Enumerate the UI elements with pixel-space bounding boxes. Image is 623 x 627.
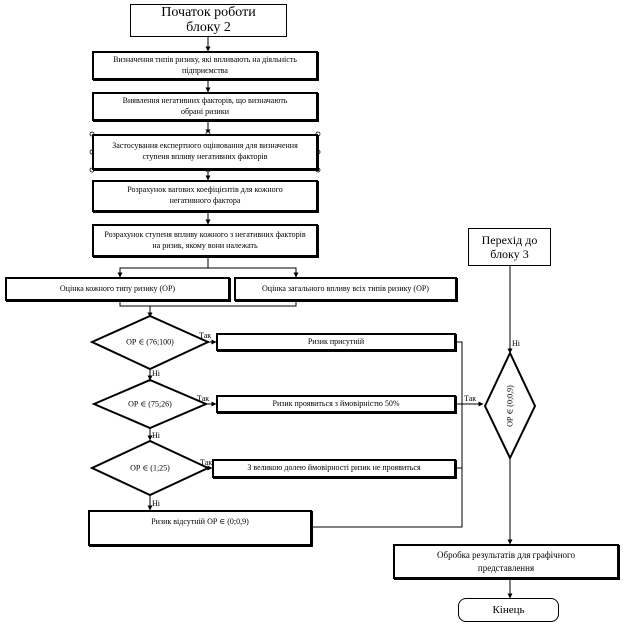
line-eval-merge (119, 301, 297, 307)
goto-block3-label: Перехід до блоку 3 (481, 232, 538, 261)
line-res1-collector (456, 341, 463, 404)
line-res4-collector (312, 468, 463, 528)
eval-each-risk-label: Оцінка кожного типу ризику (ОР) (59, 283, 176, 293)
start-node-label: Початок роботи блоку 2 (161, 4, 256, 35)
yes-label-cond3: Так (200, 458, 213, 467)
step-identify-factors-label: Виявлення негативних факторів, що визнач… (122, 95, 288, 116)
result-risk-present-label: Ризик присутній (307, 336, 365, 346)
step-expert-evaluation-label: Застосування експертного оцінювання для … (112, 141, 298, 161)
cond2-label: ОР ∈ (75;26) (128, 399, 172, 409)
yes-label-cond1: Так (199, 331, 212, 340)
start-node: Початок роботи блоку 2 (130, 4, 287, 37)
result-risk-absent: Ризик відсутній ОР ∈ (0;0,9) (88, 510, 312, 546)
end-node-label: Кінець (492, 603, 525, 616)
line-res3-collector (456, 404, 463, 469)
decision-cond1 (89, 314, 211, 371)
step-factor-influence-label: Розрахунок ступеня впливу кожного з нега… (104, 229, 306, 250)
yes-label-cond4: Так (464, 394, 477, 403)
eval-total-risk: Оцінка загального впливу всіх типів ризи… (234, 277, 457, 301)
step-expert-evaluation: Застосування експертного оцінювання для … (92, 134, 318, 170)
step-weight-coefficients: Розрахунок вагових коефіцієнтів для кожн… (92, 180, 318, 212)
no-label-cond1: Ні (152, 369, 160, 378)
step-factor-influence: Розрахунок ступеня впливу кожного з нега… (92, 224, 318, 257)
decision-cond4 (483, 350, 537, 461)
eval-total-risk-label: Оцінка загального впливу всіх типів ризи… (262, 283, 429, 293)
step-define-risk-types: Визначення типів ризику, які впливають н… (92, 51, 318, 80)
cond3-label: ОР ∈ (1;25) (130, 463, 170, 473)
step-identify-factors: Виявлення негативних факторів, що визнач… (92, 92, 318, 121)
process-results-label: Обробка результатів для графічного предс… (437, 550, 575, 573)
yes-label-cond2: Так (197, 394, 210, 403)
result-risk-absent-label: Ризик відсутній ОР ∈ (0;0,9) (151, 517, 249, 526)
end-node: Кінець (458, 598, 559, 622)
step-weight-coefficients-label: Розрахунок вагових коефіцієнтів для кожн… (127, 185, 283, 205)
no-label-cond2: Ні (152, 431, 160, 440)
decision-cond2 (91, 378, 209, 430)
goto-block3: Перехід до блоку 3 (468, 228, 551, 266)
no-label-goto3: Ні (512, 339, 520, 348)
arrow-step5-total (208, 267, 299, 278)
result-risk-50-label: Ризик проявиться з ймовірністю 50% (272, 398, 400, 408)
eval-each-risk: Оцінка кожного типу ризику (ОР) (5, 277, 230, 301)
result-risk-present: Ризик присутній (216, 333, 456, 351)
step-define-risk-types-label: Визначення типів ризику, які впливають н… (113, 54, 297, 75)
arrow-step5-split (117, 257, 209, 278)
cond1-label: ОР ∈ (76;100) (126, 337, 174, 347)
result-risk-50: Ризик проявиться з ймовірністю 50% (216, 395, 456, 413)
no-label-cond3: Ні (152, 499, 160, 508)
process-results: Обробка результатів для графічного предс… (393, 544, 619, 579)
result-risk-unlikely: З великою долею ймовірності ризик не про… (212, 459, 456, 478)
cond4-label: ОР ∈ (0;0,9) (505, 385, 515, 427)
decision-cond3 (89, 439, 211, 497)
result-risk-unlikely-label: З великою долею ймовірності ризик не про… (247, 463, 421, 473)
